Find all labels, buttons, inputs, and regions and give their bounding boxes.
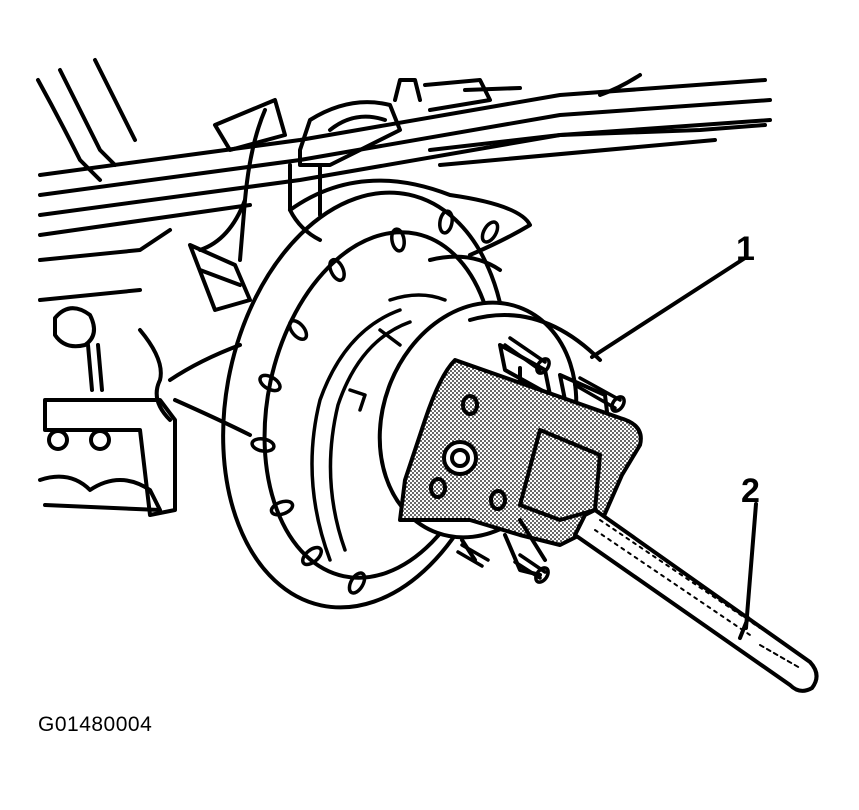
hub-flange <box>398 358 643 577</box>
wheel-studs <box>456 336 626 584</box>
brake-shoes <box>310 293 447 562</box>
figure-id-code: G01480004 <box>38 713 153 736</box>
axle-housing <box>188 78 522 312</box>
callout-1-leader <box>590 256 747 359</box>
slide-hammer-shaft <box>573 508 819 693</box>
leaf-spring <box>38 73 772 237</box>
callout-2-leader <box>744 502 758 630</box>
frame-structure <box>36 58 252 517</box>
callout-1-label: 1 <box>736 230 755 268</box>
callout-2-label: 2 <box>741 472 760 510</box>
plate-slots <box>250 209 500 595</box>
